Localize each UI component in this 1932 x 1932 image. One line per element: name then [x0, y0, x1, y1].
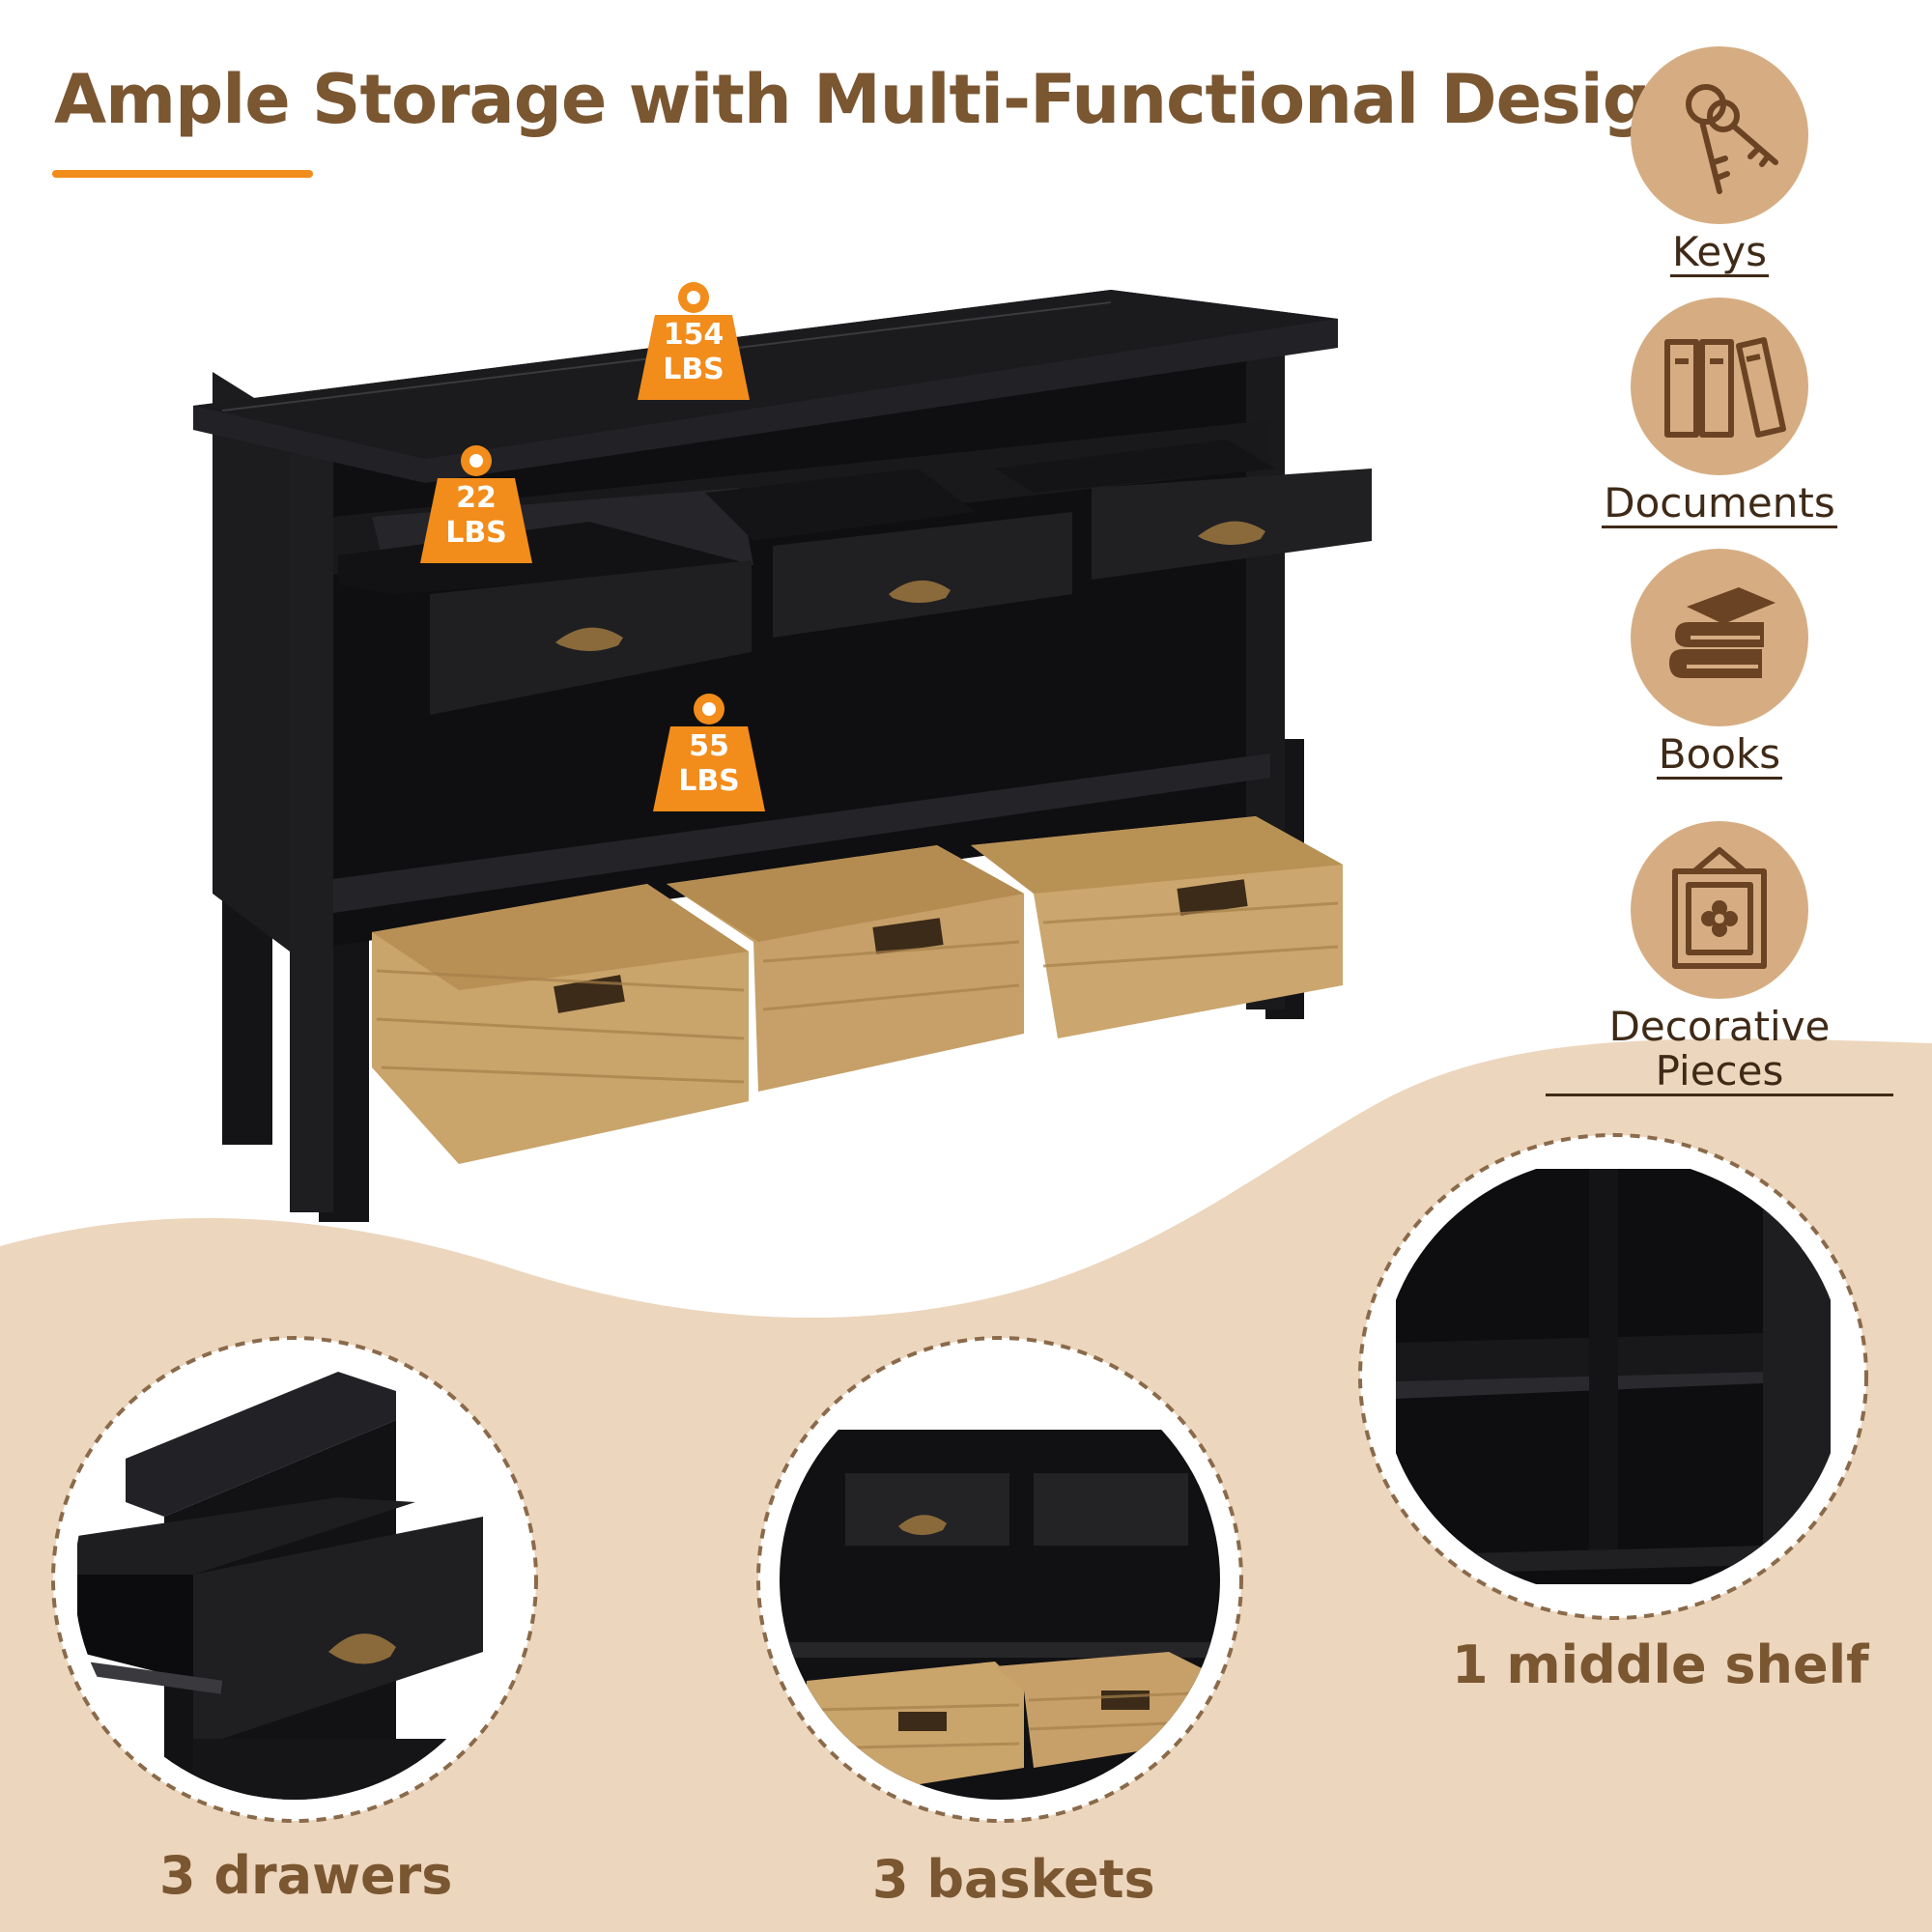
picture-frame-icon: [1631, 821, 1808, 999]
title-underline: [52, 170, 313, 178]
binders-icon: [1631, 298, 1808, 475]
storage-item-label: Decorative Pieces: [1546, 1005, 1893, 1096]
detail-middle-shelf: [1357, 1130, 1869, 1623]
detail-caption-drawers: 3 drawers: [159, 1845, 453, 1906]
storage-item-label: Documents: [1602, 479, 1837, 528]
storage-item-decorative-pieces: Decorative Pieces: [1546, 821, 1893, 1096]
detail-baskets: [753, 1333, 1246, 1826]
detail-caption-baskets: 3 baskets: [872, 1849, 1155, 1910]
weight-unit: LBS: [678, 764, 740, 798]
storage-item-books: Books: [1546, 549, 1893, 780]
basket-closeup-image: [756, 1336, 1243, 1823]
basket-center: [667, 845, 1024, 1092]
weight-value: 22: [456, 481, 497, 515]
weight-value: 154: [663, 318, 724, 352]
weight-tag-icon: [653, 694, 765, 811]
detail-drawers: [48, 1333, 541, 1826]
weight-tag-drawer: 22 LBS: [418, 440, 534, 565]
weight-tag-top: 154 LBS: [636, 276, 752, 402]
storage-item-label: Books: [1656, 730, 1783, 780]
shelf-closeup-image: [1358, 1133, 1868, 1620]
weight-tag-icon: [420, 445, 532, 563]
page-title: Ample Storage with Multi-Functional Desi…: [54, 60, 1698, 139]
weight-value: 55: [689, 729, 729, 763]
console-cabinet-image: [193, 290, 1372, 1222]
storage-item-documents: Documents: [1546, 298, 1893, 528]
books-icon: [1631, 549, 1808, 726]
weight-tag-icon: [638, 282, 750, 400]
basket-right: [971, 816, 1343, 1038]
weight-unit: LBS: [663, 353, 724, 386]
detail-caption-middle-shelf: 1 middle shelf: [1452, 1634, 1869, 1695]
storage-item-keys: Keys: [1546, 46, 1893, 277]
weight-unit: LBS: [445, 516, 507, 550]
weight-tag-shelf: 55 LBS: [651, 688, 767, 813]
drawer-closeup-image: [51, 1336, 538, 1823]
basket-left: [372, 884, 749, 1164]
storage-item-label: Keys: [1669, 228, 1770, 277]
keys-icon: [1631, 46, 1808, 224]
